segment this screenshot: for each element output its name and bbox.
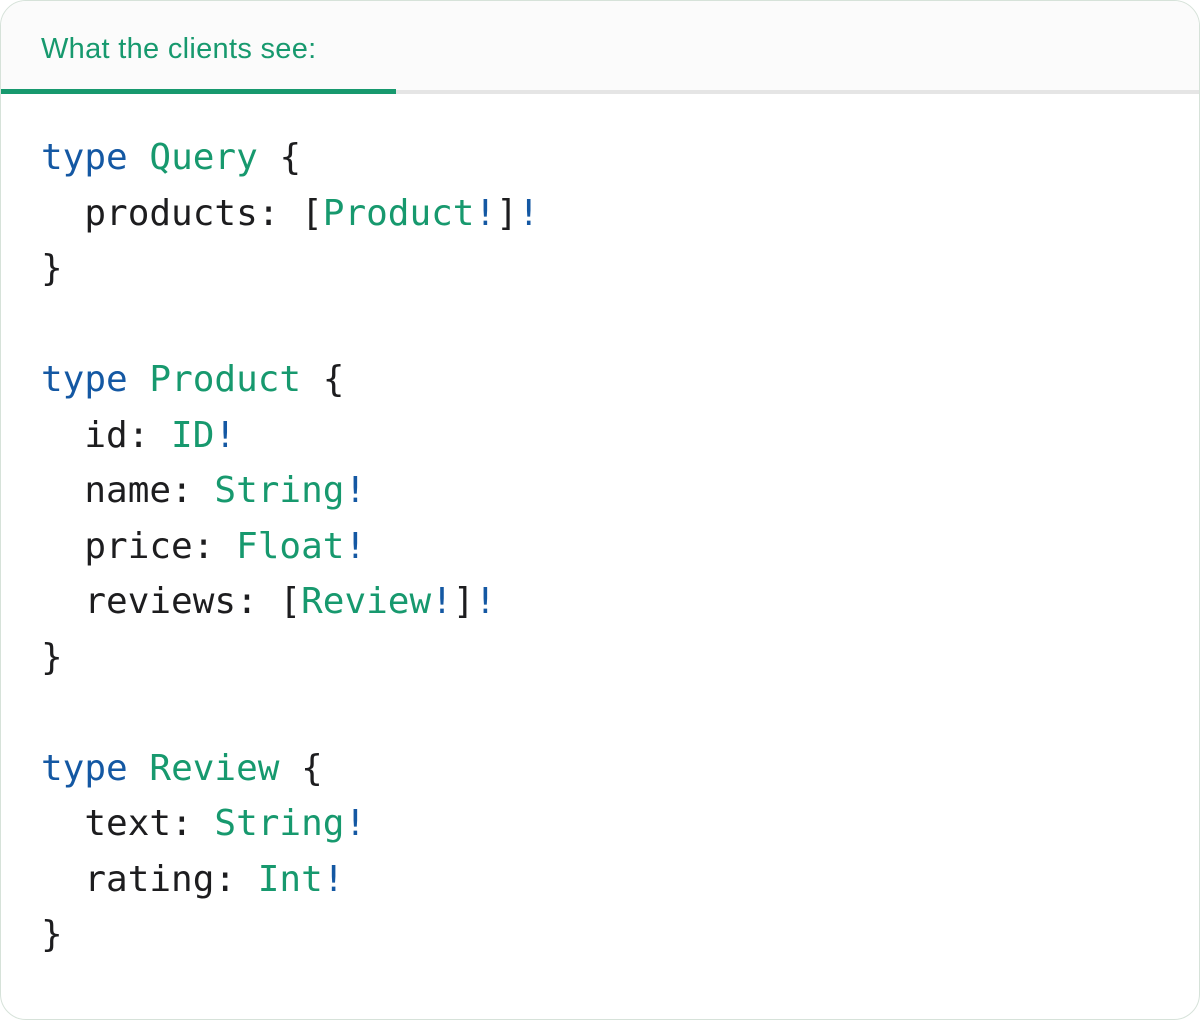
code-token-plain: { xyxy=(279,747,323,789)
code-line: products: [Product!]! xyxy=(41,186,1199,242)
code-token-plain: name: xyxy=(41,470,215,511)
code-token-plain: reviews: [ xyxy=(41,581,302,622)
code-token-typename: Query xyxy=(149,137,258,178)
code-token-typename: Float xyxy=(236,525,345,567)
code-token-bang: ! xyxy=(474,581,497,622)
code-token-plain: { xyxy=(257,137,302,178)
code-line: type Query { xyxy=(41,130,1199,186)
code-line: price: Float! xyxy=(41,519,1199,575)
code-token-bang: ! xyxy=(322,858,345,900)
code-token-plain: { xyxy=(301,359,345,400)
active-tab-indicator xyxy=(1,89,396,94)
code-token-typename: String xyxy=(214,803,345,844)
code-token-plain xyxy=(128,359,150,400)
code-token-bang: ! xyxy=(344,803,367,844)
code-line: } xyxy=(41,630,1199,686)
code-token-plain xyxy=(128,137,150,178)
code-token-bang: ! xyxy=(344,525,367,567)
code-line xyxy=(41,297,1199,353)
code-token-typename: Review xyxy=(301,581,432,622)
code-token-bang: ! xyxy=(344,470,367,511)
code-line xyxy=(41,685,1199,741)
code-token-plain: products: [ xyxy=(41,192,323,234)
code-token-plain: } xyxy=(41,248,63,289)
code-token-keyword: type xyxy=(41,359,128,400)
code-token-keyword: type xyxy=(41,137,128,178)
code-line: id: ID! xyxy=(41,408,1199,464)
code-line: name: String! xyxy=(41,463,1199,519)
code-token-plain: rating: xyxy=(41,858,258,900)
code-token-plain xyxy=(128,748,150,789)
code-token-plain: ] xyxy=(452,581,475,622)
code-token-typename: String xyxy=(214,470,345,511)
code-token-typename: Int xyxy=(257,858,323,900)
tab-what-clients-see[interactable]: What the clients see: xyxy=(1,1,316,90)
code-token-bang: ! xyxy=(517,192,540,234)
tab-bar: What the clients see: xyxy=(1,1,1199,94)
code-line: type Product { xyxy=(41,352,1199,408)
code-line: } xyxy=(41,907,1199,963)
graphql-schema-code-block: type Query { products: [Product!]!} type… xyxy=(41,130,1199,963)
code-token-plain: text: xyxy=(41,803,215,844)
code-line: type Review { xyxy=(41,741,1199,797)
code-token-plain: id: xyxy=(41,414,172,456)
code-token-bang: ! xyxy=(474,192,497,234)
code-token-bang: ! xyxy=(214,414,237,456)
code-token-typename: Product xyxy=(322,192,475,234)
code-token-typename: ID xyxy=(171,414,215,456)
code-line: reviews: [Review!]! xyxy=(41,574,1199,630)
code-line: } xyxy=(41,241,1199,297)
code-token-keyword: type xyxy=(41,747,128,789)
code-line: text: String! xyxy=(41,796,1199,852)
code-line: rating: Int! xyxy=(41,852,1199,908)
code-token-typename: Review xyxy=(149,747,280,789)
tab-label: What the clients see: xyxy=(41,33,317,65)
code-token-plain: } xyxy=(41,914,63,955)
code-token-plain: } xyxy=(41,636,63,678)
code-token-typename: Product xyxy=(149,359,302,400)
code-token-bang: ! xyxy=(431,581,453,622)
code-token-plain: ] xyxy=(496,192,518,234)
code-token-plain: price: xyxy=(41,525,237,567)
